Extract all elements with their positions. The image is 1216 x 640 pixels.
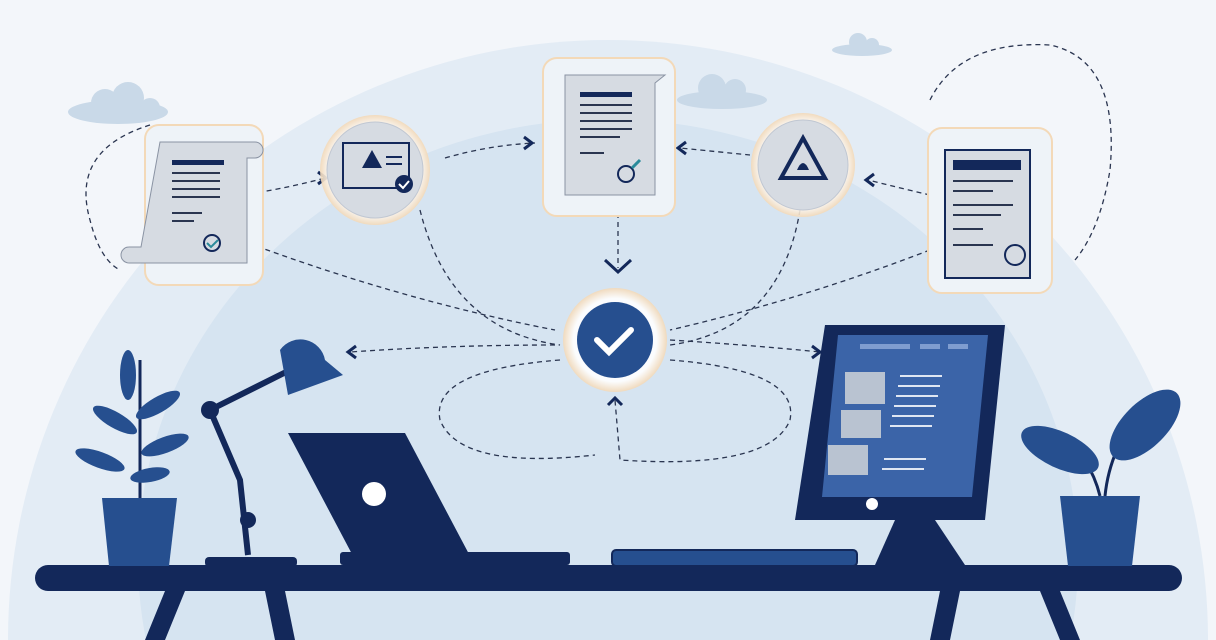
magnifier-icon: [617, 165, 635, 183]
dashed-connectors: [85, 43, 1112, 463]
desk: [35, 565, 1182, 640]
connector: [867, 179, 931, 196]
arrow-icon: [863, 172, 875, 188]
check-badge-icon: [395, 175, 413, 193]
connector: [85, 124, 151, 271]
checkmark-icon: [594, 327, 634, 357]
laptop-logo-icon: [362, 482, 386, 506]
clouds: [68, 33, 892, 124]
arrow-icon: [675, 140, 687, 156]
cloud: [68, 82, 168, 124]
monitor: [795, 325, 1005, 565]
warning-certificate-node: [320, 115, 430, 225]
warning-icon: [362, 150, 382, 168]
right-document-card: [927, 127, 1053, 294]
connector: [669, 339, 821, 353]
power-button-icon: [866, 498, 878, 510]
arrow-icon: [603, 258, 633, 275]
connector: [419, 209, 561, 346]
cloud: [832, 33, 892, 56]
top-document-card: [542, 57, 676, 217]
connector: [614, 359, 792, 463]
laptop: [288, 433, 570, 565]
connector: [444, 142, 536, 159]
arrow-icon: [811, 344, 823, 360]
left-plant: [75, 350, 189, 566]
connector: [349, 344, 556, 353]
connector: [669, 209, 801, 346]
connector: [679, 147, 751, 156]
cloud: [677, 74, 767, 109]
users-icon: [841, 410, 881, 438]
right-plant: [1021, 389, 1181, 566]
arrowheads: [317, 135, 875, 407]
connector: [669, 249, 931, 331]
house-icon: [845, 372, 885, 404]
seal-icon: [1004, 244, 1026, 266]
arrow-icon: [523, 135, 535, 151]
desk-lamp: [201, 339, 343, 567]
arrow-icon: [606, 395, 624, 407]
check-badge-icon: [203, 234, 221, 252]
hazard-triangle-icon: [777, 133, 829, 180]
gear-icon: [828, 445, 868, 475]
center-approval-node: [563, 288, 667, 392]
arrow-icon: [345, 344, 357, 360]
left-document-card: [120, 124, 264, 286]
connector: [438, 359, 596, 460]
keyboard: [611, 549, 858, 567]
connector: [929, 43, 1112, 261]
hazard-node: [751, 113, 855, 217]
